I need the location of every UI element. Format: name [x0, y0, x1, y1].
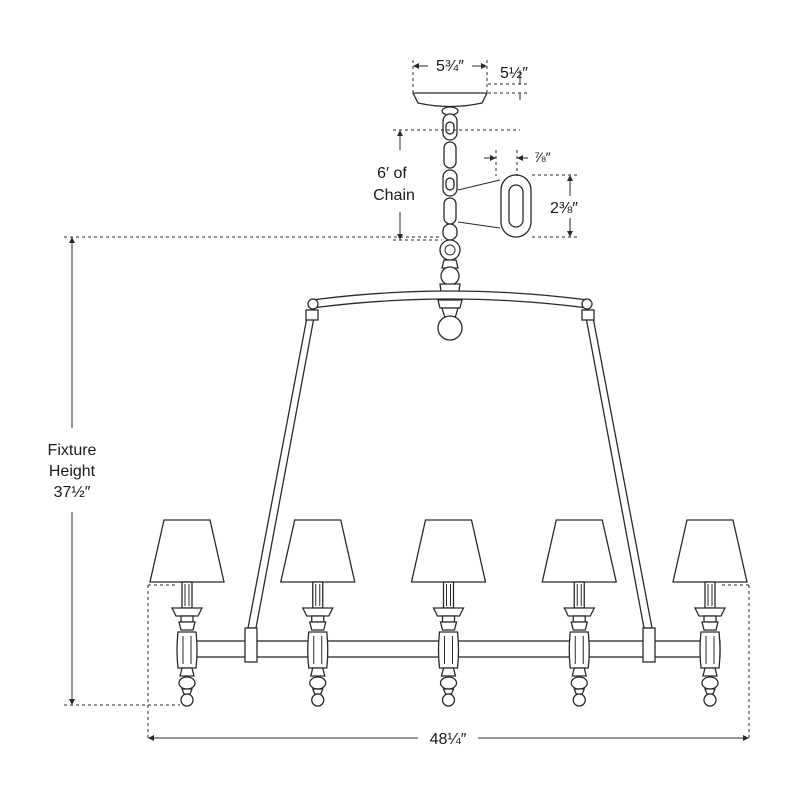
- canopy-height-dimension: 5½″: [488, 65, 528, 100]
- canopy-width-label: 5¾″: [436, 58, 464, 75]
- chain-length-label-line2: Chain: [373, 187, 415, 204]
- fixture-width-label: 48¼″: [430, 731, 467, 748]
- lamp-arms: [149, 519, 748, 707]
- lamp-arm: [149, 519, 225, 707]
- chain-length-dimension: 6′ of Chain: [373, 129, 520, 241]
- fixture-height-label-line1: Fixture: [48, 442, 97, 459]
- link-height-label: 2⅜″: [550, 200, 578, 217]
- canopy-height-label: 5½″: [500, 65, 528, 82]
- lamp-shade: [279, 519, 356, 583]
- lamp-arm: [672, 519, 748, 707]
- top-finial: [437, 259, 463, 341]
- lamp-arm: [541, 519, 618, 707]
- chain-link-detail: [457, 174, 532, 238]
- fixture-height-label-line2: Height: [49, 463, 96, 480]
- lamp-arm: [279, 519, 356, 707]
- lamp-shade: [410, 519, 487, 583]
- lamp-shade: [672, 519, 748, 583]
- lamp-shade: [541, 519, 618, 583]
- lamp-arm: [410, 519, 487, 707]
- chain-length-label-line1: 6′ of: [377, 165, 407, 182]
- canopy-width-dimension: 5¾″: [412, 56, 488, 92]
- top-bar: [307, 290, 593, 310]
- fixture-width-dimension: 48¼″: [147, 584, 750, 748]
- link-height-dimension: 2⅜″: [532, 174, 580, 238]
- fixture-height-label-line3: 37½″: [54, 484, 91, 501]
- ceiling-canopy: [411, 92, 489, 116]
- lamp-shade: [149, 519, 225, 583]
- chain: [439, 113, 461, 261]
- link-width-dimension: ⅞″: [484, 149, 551, 176]
- link-width-label: ⅞″: [534, 149, 551, 165]
- fixture-height-dimension: Fixture Height 37½″: [48, 236, 440, 706]
